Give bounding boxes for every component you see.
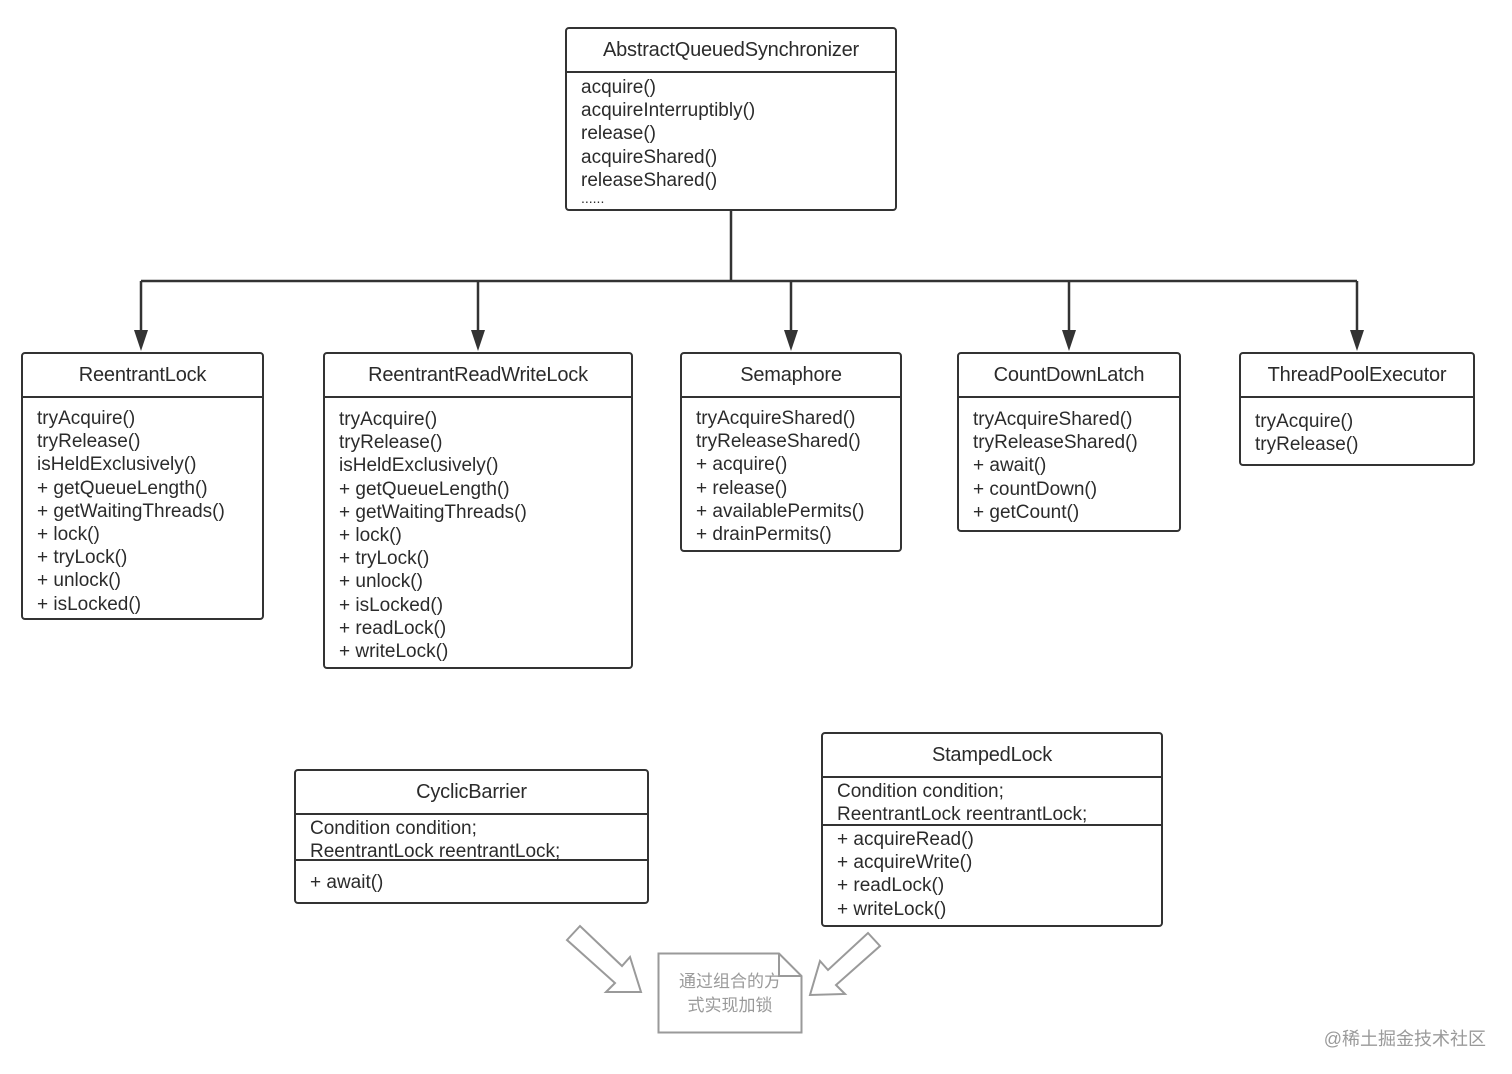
method-item: + await() [973, 455, 1047, 477]
class-threadpoolexecutor: ThreadPoolExecutor tryAcquire() tryRelea… [1239, 352, 1475, 466]
note-text: 通过组合的方 式实现加锁 [663, 970, 797, 1018]
arrowhead-countdownlatch [1062, 330, 1076, 351]
class-countdownlatch: CountDownLatch tryAcquireShared() tryRel… [957, 352, 1181, 532]
class-reentrantreadwritelock: ReentrantReadWriteLock tryAcquire() tryR… [323, 352, 633, 669]
method-item: acquireInterruptibly() [581, 100, 756, 122]
method-item: + tryLock() [339, 548, 430, 570]
field-item: Condition condition; [310, 818, 477, 839]
method-list: tryAcquireShared() tryReleaseShared() + … [682, 398, 900, 546]
method-list: + acquireRead() + acquireWrite() + readL… [823, 826, 1161, 921]
arrowhead-reentrantlock [134, 330, 148, 351]
method-item: tryReleaseShared() [696, 431, 861, 453]
method-list: + await() [296, 861, 647, 894]
field-item: ReentrantLock reentrantLock; [837, 804, 1088, 826]
field-list: Condition condition; ReentrantLock reent… [823, 778, 1161, 826]
class-name: AbstractQueuedSynchronizer [567, 29, 895, 73]
method-item: + lock() [339, 524, 402, 546]
note-shape [657, 952, 803, 1034]
method-item: + getCount() [973, 501, 1080, 523]
class-name: ReentrantReadWriteLock [325, 354, 631, 398]
method-item: acquire() [581, 77, 656, 98]
class-name: CyclicBarrier [296, 771, 647, 815]
class-name: ThreadPoolExecutor [1241, 354, 1473, 398]
method-item: tryRelease() [339, 432, 443, 454]
method-item: + acquireRead() [837, 829, 974, 850]
method-item: + getQueueLength() [37, 477, 208, 499]
class-name: StampedLock [823, 734, 1161, 778]
method-item: tryRelease() [1255, 434, 1359, 456]
method-list: tryAcquire() tryRelease() [1241, 398, 1473, 456]
method-item: + getWaitingThreads() [339, 501, 527, 523]
method-item: tryAcquire() [339, 409, 438, 430]
method-item: tryAcquire() [1255, 411, 1354, 432]
method-item: tryAcquire() [37, 408, 136, 429]
method-item: + lock() [37, 523, 100, 545]
method-item: + acquire() [696, 454, 788, 476]
method-item: tryAcquireShared() [696, 408, 856, 429]
method-item: acquireShared() [581, 146, 718, 168]
arrowhead-threadpoolexecutor [1350, 330, 1364, 351]
method-item: + tryLock() [37, 547, 128, 569]
composition-note: 通过组合的方 式实现加锁 [657, 952, 803, 1034]
method-item: tryAcquireShared() [973, 409, 1133, 430]
method-item: + getWaitingThreads() [37, 500, 225, 522]
method-item: release() [581, 123, 656, 145]
method-item: + drainPermits() [696, 523, 832, 545]
method-item: + readLock() [837, 875, 945, 897]
method-list: acquire() acquireInterruptibly() release… [567, 73, 895, 206]
method-item: + await() [310, 872, 384, 893]
method-item: + unlock() [339, 571, 423, 593]
class-name: Semaphore [682, 354, 900, 398]
class-reentrantlock: ReentrantLock tryAcquire() tryRelease() … [21, 352, 264, 620]
method-list: tryAcquire() tryRelease() isHeldExclusiv… [325, 398, 631, 663]
method-item: + isLocked() [339, 594, 444, 616]
class-semaphore: Semaphore tryAcquireShared() tryReleaseS… [680, 352, 902, 552]
method-item: + release() [696, 477, 788, 499]
method-item: + writeLock() [837, 898, 947, 920]
note-line: 通过组合的方 [679, 972, 781, 991]
method-item: + getQueueLength() [339, 478, 510, 500]
method-item: + unlock() [37, 570, 121, 592]
arrowhead-reentrantreadwritelock [471, 330, 485, 351]
method-item: releaseShared() [581, 169, 718, 191]
method-item: + countDown() [973, 478, 1098, 500]
method-item: ...... [581, 189, 605, 206]
method-item: isHeldExclusively() [37, 454, 197, 476]
field-item: Condition condition; [837, 781, 1004, 802]
method-item: isHeldExclusively() [339, 455, 499, 477]
method-item: + acquireWrite() [837, 852, 973, 874]
method-item: + isLocked() [37, 593, 142, 615]
class-name: CountDownLatch [959, 354, 1179, 398]
watermark: @稀土掘金技术社区 [1323, 1029, 1486, 1049]
class-cyclicbarrier: CyclicBarrier Condition condition; Reent… [294, 769, 649, 904]
method-item: + writeLock() [339, 640, 449, 662]
class-abstractqueuedsynchronizer: AbstractQueuedSynchronizer acquire() acq… [565, 27, 897, 211]
method-item: + availablePermits() [696, 500, 865, 522]
field-item: ReentrantLock reentrantLock; [310, 841, 561, 863]
hollow-arrow-left [565, 924, 643, 993]
method-item: + readLock() [339, 617, 447, 639]
method-list: tryAcquireShared() tryReleaseShared() + … [959, 398, 1179, 524]
note-line: 式实现加锁 [687, 996, 773, 1015]
method-item: tryRelease() [37, 431, 141, 453]
class-name: ReentrantLock [23, 354, 262, 398]
hollow-arrow-right [808, 931, 882, 997]
class-stampedlock: StampedLock Condition condition; Reentra… [821, 732, 1163, 927]
arrowhead-semaphore [784, 330, 798, 351]
method-list: tryAcquire() tryRelease() isHeldExclusiv… [23, 398, 262, 616]
field-list: Condition condition; ReentrantLock reent… [296, 815, 647, 863]
method-item: tryReleaseShared() [973, 432, 1138, 454]
